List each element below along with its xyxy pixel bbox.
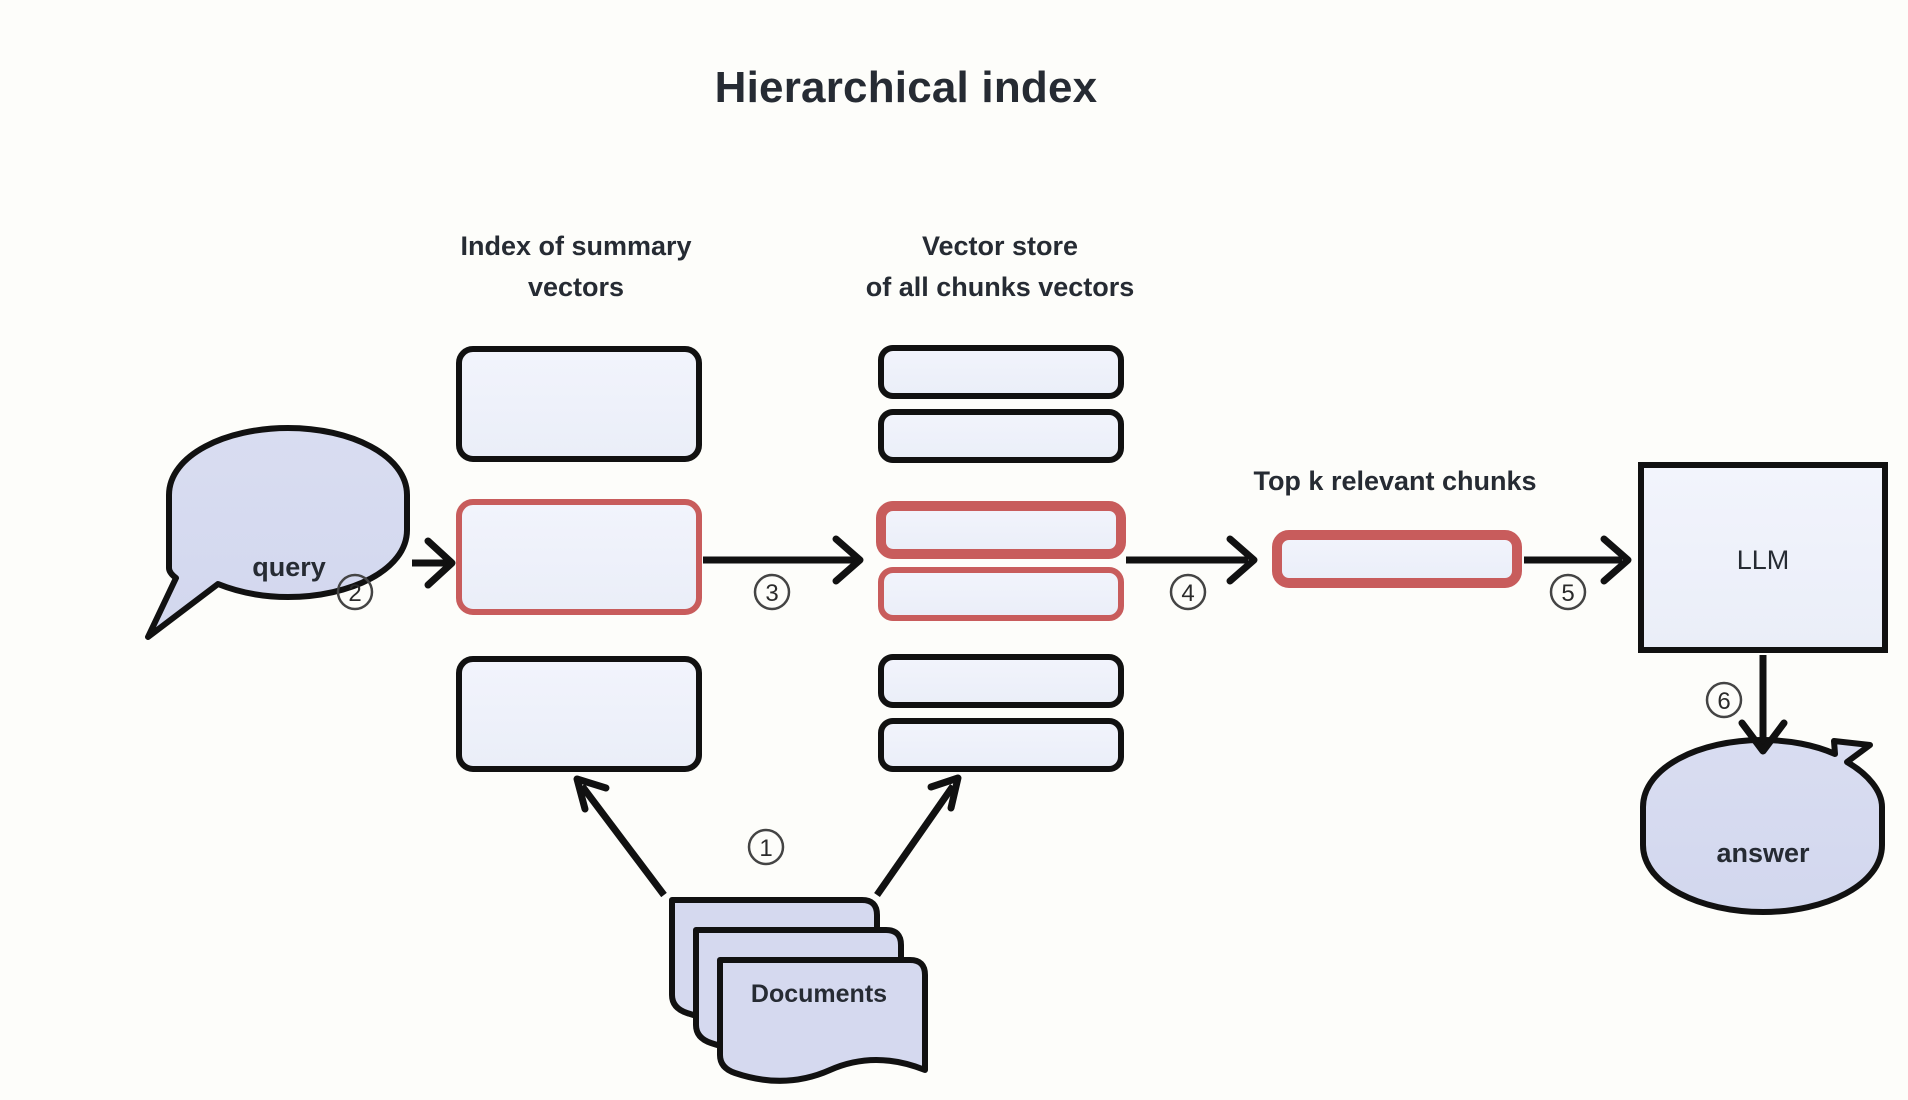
- page-title: Hierarchical index: [715, 63, 1098, 112]
- step-badge-4: 4: [1169, 573, 1207, 611]
- step-badge-5-label: 5: [1561, 580, 1574, 607]
- summary-index-header-line2: vectors: [528, 272, 624, 302]
- step-badge-6-label: 6: [1717, 688, 1730, 715]
- arrow-documents-to-summary-index: [573, 775, 667, 898]
- documents-label: Documents: [751, 980, 887, 1008]
- step-badge-1: 1: [747, 828, 785, 866]
- arrow-documents-to-vector-store: [874, 774, 962, 898]
- chunk-bar-6[interactable]: [878, 718, 1124, 772]
- chunk-bar-1[interactable]: [878, 345, 1124, 399]
- summary-box-3[interactable]: [456, 656, 702, 772]
- query-bubble[interactable]: query: [145, 425, 410, 640]
- step-badge-6: 6: [1705, 681, 1743, 719]
- step-badge-4-label: 4: [1181, 580, 1194, 607]
- step-badge-2: 2: [336, 573, 374, 611]
- llm-label: LLM: [1737, 545, 1790, 575]
- arrow-vector-store-to-topk: [1126, 535, 1258, 585]
- topk-chunk-box[interactable]: [1272, 530, 1522, 588]
- vector-store-header-line1: Vector store: [922, 231, 1078, 261]
- llm-box[interactable]: LLM: [1638, 462, 1888, 653]
- step-badge-2-label: 2: [348, 580, 361, 607]
- vector-store-header-line2: of all chunks vectors: [866, 272, 1135, 302]
- arrow-summary-index-to-vector-store: [703, 535, 864, 585]
- arrow-llm-to-answer: [1738, 655, 1788, 755]
- summary-index-header-line1: Index of summary: [460, 231, 691, 261]
- step-badge-1-label: 1: [759, 835, 772, 862]
- step-badge-3-label: 3: [765, 580, 778, 607]
- chunk-bar-2[interactable]: [878, 409, 1124, 463]
- documents-stack[interactable]: Documents: [669, 897, 928, 1084]
- answer-bubble[interactable]: answer: [1640, 737, 1885, 915]
- arrow-query-to-summary-index: [412, 537, 456, 589]
- chunk-bar-4-highlighted[interactable]: [878, 567, 1124, 621]
- topk-label: Top k relevant chunks: [1253, 466, 1536, 496]
- step-badge-3: 3: [753, 573, 791, 611]
- chunk-bar-5[interactable]: [878, 654, 1124, 708]
- summary-box-2-highlighted[interactable]: [456, 499, 702, 615]
- chunk-bar-3-highlighted[interactable]: [876, 501, 1126, 559]
- step-badge-5: 5: [1549, 573, 1587, 611]
- summary-box-1[interactable]: [456, 346, 702, 462]
- arrow-topk-to-llm: [1524, 535, 1632, 585]
- query-label: query: [252, 552, 326, 582]
- answer-label: answer: [1716, 838, 1810, 868]
